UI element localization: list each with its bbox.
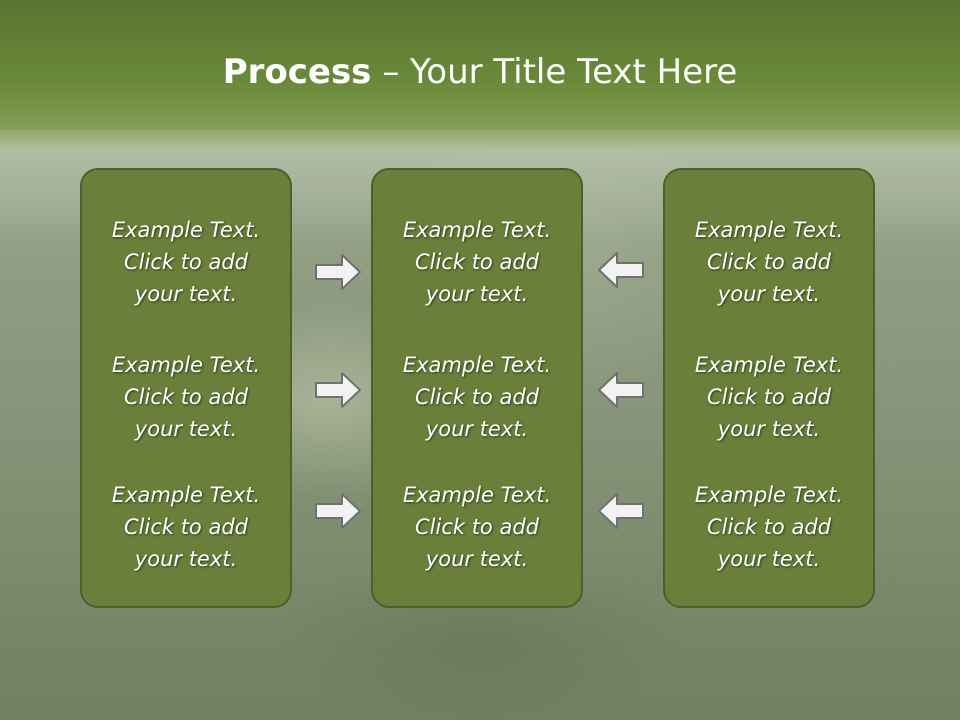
process-box-center[interactable]: Example Text. Click to add your text. Ex… bbox=[371, 168, 583, 608]
text-line: your text. bbox=[717, 547, 821, 571]
text-block[interactable]: Example Text. Click to add your text. bbox=[665, 349, 873, 445]
text-line: Example Text. bbox=[694, 483, 844, 507]
text-line: your text. bbox=[717, 282, 821, 306]
right-arrow-icon[interactable] bbox=[314, 252, 362, 292]
text-block[interactable]: Example Text. Click to add your text. bbox=[665, 479, 873, 575]
text-block[interactable]: Example Text. Click to add your text. bbox=[665, 214, 873, 310]
slide-title[interactable]: Process – Your Title Text Here bbox=[0, 52, 960, 92]
text-block[interactable]: Example Text. Click to add your text. bbox=[82, 214, 290, 310]
right-arrow-icon[interactable] bbox=[314, 491, 362, 531]
text-line: your text. bbox=[425, 417, 529, 441]
text-line: Example Text. bbox=[694, 353, 844, 377]
text-line: Example Text. bbox=[111, 353, 261, 377]
text-line: Click to add bbox=[706, 250, 831, 274]
text-line: Example Text. bbox=[111, 218, 261, 242]
left-arrow-icon[interactable] bbox=[597, 491, 645, 531]
text-line: your text. bbox=[425, 547, 529, 571]
text-line: Click to add bbox=[414, 515, 539, 539]
process-box-left[interactable]: Example Text. Click to add your text. Ex… bbox=[80, 168, 292, 608]
text-block[interactable]: Example Text. Click to add your text. bbox=[373, 214, 581, 310]
title-bar bbox=[0, 0, 960, 150]
text-line: Example Text. bbox=[402, 353, 552, 377]
text-line: your text. bbox=[425, 282, 529, 306]
title-bold: Process bbox=[222, 52, 372, 92]
text-line: your text. bbox=[717, 417, 821, 441]
text-line: Example Text. bbox=[111, 483, 261, 507]
text-block[interactable]: Example Text. Click to add your text. bbox=[373, 479, 581, 575]
text-line: Example Text. bbox=[694, 218, 844, 242]
text-line: Example Text. bbox=[402, 218, 552, 242]
text-line: Click to add bbox=[414, 385, 539, 409]
text-line: Click to add bbox=[123, 250, 248, 274]
text-line: Click to add bbox=[123, 515, 248, 539]
title-rest: – Your Title Text Here bbox=[371, 52, 738, 92]
text-line: Click to add bbox=[706, 385, 831, 409]
text-line: your text. bbox=[134, 547, 238, 571]
text-block[interactable]: Example Text. Click to add your text. bbox=[82, 349, 290, 445]
text-line: Example Text. bbox=[402, 483, 552, 507]
text-line: Click to add bbox=[123, 385, 248, 409]
left-arrow-icon[interactable] bbox=[597, 370, 645, 410]
text-line: your text. bbox=[134, 417, 238, 441]
text-line: Click to add bbox=[706, 515, 831, 539]
text-line: your text. bbox=[134, 282, 238, 306]
right-arrow-icon[interactable] bbox=[314, 370, 362, 410]
text-line: Click to add bbox=[414, 250, 539, 274]
left-arrow-icon[interactable] bbox=[597, 250, 645, 290]
text-block[interactable]: Example Text. Click to add your text. bbox=[82, 479, 290, 575]
process-box-right[interactable]: Example Text. Click to add your text. Ex… bbox=[663, 168, 875, 608]
text-block[interactable]: Example Text. Click to add your text. bbox=[373, 349, 581, 445]
